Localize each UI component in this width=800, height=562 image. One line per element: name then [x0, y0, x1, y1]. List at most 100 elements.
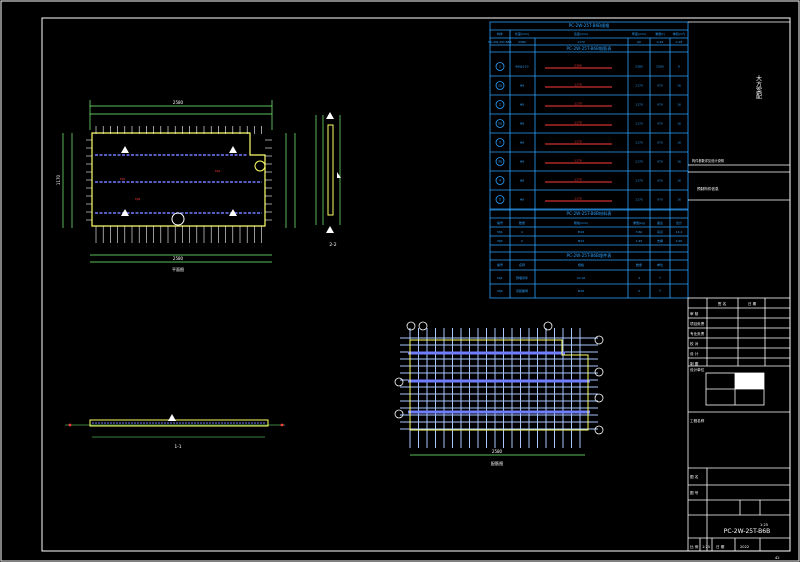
embed-cell: 数量	[636, 262, 642, 267]
footer-cell: 2022	[740, 545, 749, 549]
summary-value-cell: 1170	[577, 40, 585, 44]
svg-text:MJ2: MJ2	[135, 197, 140, 201]
rebar-id: 3a	[498, 160, 502, 164]
section-2-2: 2-2	[315, 112, 341, 248]
vertical-note-text: 大方案配	[755, 74, 762, 100]
embed-cell: 规格	[578, 262, 584, 267]
rebar-length: 1170	[635, 84, 643, 88]
svg-text:MJ1: MJ1	[120, 177, 125, 181]
plan-rebar-stubs	[86, 126, 272, 243]
summary-table-cells: 构件长度(mm)宽度(mm)厚度(mm)重量(t)体积(m³)PC-2W-25T…	[488, 31, 685, 44]
rebar-count: 16	[677, 122, 681, 126]
corner-detail-mark	[254, 160, 266, 172]
rebar-id: 4	[499, 179, 501, 183]
rebar-mark-bubble	[594, 393, 604, 403]
embed-cell: 编号	[497, 262, 503, 267]
plan-bottom-dim: 2580	[173, 256, 184, 261]
svg-text:MJ1: MJ1	[215, 169, 220, 173]
rebar-length: 1170	[635, 179, 643, 183]
spec-table-text: PC-2W-25T-B6B规格 PC-2W-25T-B6B钢筋表 PC-2W-2…	[567, 22, 613, 259]
embed-cell: 单位	[657, 262, 663, 267]
rebar-shape-label: 1170	[574, 178, 582, 182]
summary-value-cell: 2580	[518, 40, 526, 44]
embed-cell: MJ2	[497, 289, 502, 293]
rebar-spec: Φ8	[520, 141, 524, 145]
rebar-width: 970	[657, 160, 663, 164]
rebar-view-label: 配筋图	[491, 460, 504, 467]
rebar-mark-bubbles	[394, 321, 604, 435]
material-cell: MJ2	[497, 239, 502, 243]
rebar-count: 8	[678, 65, 680, 69]
rebar-spec: Φ8	[520, 84, 524, 88]
summary-value-cell: 0.18	[676, 40, 683, 44]
rebar-count: 16	[677, 103, 681, 107]
material-cell: 重量(kg)	[633, 220, 645, 225]
page-number: 42	[775, 556, 780, 560]
spec-tables	[489, 21, 689, 299]
material-cell: 3.60	[636, 230, 643, 234]
rebar-mark-bubble	[394, 409, 404, 419]
title-row-label: 专业负责	[690, 331, 705, 336]
summary-header-cell: 宽度(mm)	[574, 31, 588, 36]
embed-cell: 4×16	[577, 276, 585, 280]
drawing-number: PC-2W-25T-B6B	[724, 528, 770, 535]
summary-header-cell: 构件	[497, 31, 503, 36]
section-22-label: 2-2	[329, 242, 336, 248]
rebar-id-bubble	[495, 119, 505, 128]
title-block-text: 签 名日 期审 核项目负责专业负责校 对设 计制 图设计单位工程名称图 名图 号…	[690, 301, 757, 549]
rebar-mark-bubble	[543, 321, 553, 331]
rebar-length: 2380	[635, 65, 643, 69]
embed-cell: 预埋吊件	[516, 275, 528, 280]
material-cell: 支撑	[657, 238, 663, 243]
embed-cell: 吊装螺母	[516, 288, 528, 293]
plan-red-labels: MJ1 MJ1 MJ2	[120, 169, 220, 201]
rebar-mark-bubble	[406, 321, 416, 331]
rebar-width: 970	[657, 179, 663, 183]
lifting-point-markers	[121, 146, 237, 216]
material-cell: 吊点	[657, 229, 663, 234]
rebar-width: 970	[657, 103, 663, 107]
rebar-mark-bubble	[594, 367, 604, 377]
rebar-count: 16	[677, 160, 681, 164]
inner-drawing-frame	[41, 17, 791, 552]
note-line-1: 构件参数详见设计说明	[692, 158, 724, 163]
section-11-label: 1-1	[174, 444, 181, 450]
rebar-id-bubble	[495, 81, 505, 90]
rebar-count: 16	[677, 141, 681, 145]
rebar-grid-vertical	[409, 328, 581, 448]
table1-title: PC-2W-25T-B6B规格	[569, 22, 611, 29]
material-cell: 2.90	[676, 239, 683, 243]
rebar-id-bubble	[495, 100, 505, 109]
rebar-width: 2580	[656, 65, 664, 69]
summary-header-cell: 厚度(mm)	[632, 31, 646, 36]
rebar-id: 5	[499, 198, 501, 202]
rebar-width: 970	[657, 198, 663, 202]
material-cell: 1.45	[636, 239, 643, 243]
rebar-id: 3	[499, 141, 501, 145]
material-cell: 规格(mm)	[574, 220, 588, 225]
rebar-width: 970	[657, 84, 663, 88]
rebar-id: 1a	[498, 84, 502, 88]
title-row-label: 制 图	[690, 361, 699, 366]
drawing-no-label: 图 号	[690, 490, 699, 495]
material-cell: 编号	[497, 220, 503, 225]
rebar-id-bubble	[495, 138, 505, 147]
title-block-grid	[687, 297, 791, 552]
note-line-2: 预制构件信息	[697, 186, 719, 191]
rebar-spec: Φ8	[520, 122, 524, 126]
rebar-spec: Φ8	[520, 179, 524, 183]
material-cell: MJ1	[497, 230, 502, 234]
rebar-shape-label: 1170	[574, 102, 582, 106]
plan-view-label: 平面图	[172, 266, 184, 272]
material-cell: 数量	[519, 220, 525, 225]
rebar-spec: Φ8	[520, 160, 524, 164]
rebar-lattice-girders	[408, 351, 590, 414]
title-col-head: 日 期	[748, 301, 757, 306]
title-row-label: 项目负责	[690, 321, 705, 326]
table3-title: PC-2W-25T-B6B材料表	[567, 210, 613, 217]
rebar-mark-bubble	[594, 425, 604, 435]
material-cell: M12	[578, 239, 584, 243]
company-label: 设计单位	[690, 367, 705, 372]
